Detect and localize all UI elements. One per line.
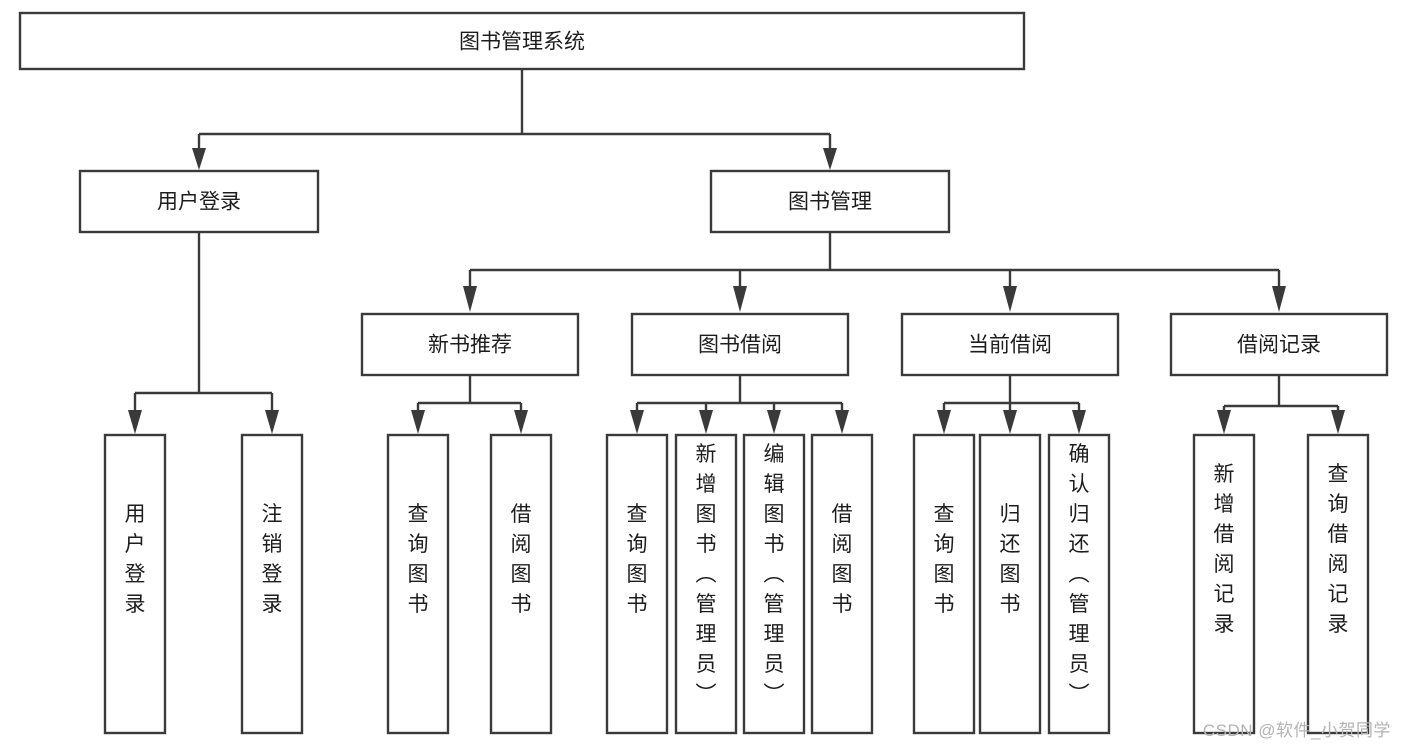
leaf-query-borrow-record-label: 查询借阅记录: [1328, 463, 1349, 636]
user-login-box[interactable]: [78, 169, 320, 234]
connector-book-management-trunk: [468, 232, 1281, 288]
arrow-to-leaf-query-book-1: [411, 410, 425, 434]
book-management-label: 图书管理: [788, 191, 872, 214]
node-new-book-recommend[interactable]: 新书推荐: [360, 312, 580, 377]
arrow-to-leaf-query-book-2: [630, 410, 644, 434]
node-borrow-record[interactable]: 借阅记录: [1169, 312, 1389, 377]
leaf-edit-book-label: 编辑图书︵管理员︶: [764, 443, 785, 706]
node-leaf-return-book[interactable]: 归还图书: [978, 433, 1042, 735]
node-leaf-query-book-3[interactable]: 查询图书: [912, 433, 976, 735]
leaf-user-login-box[interactable]: [103, 433, 167, 735]
node-leaf-query-book-2[interactable]: 查询图书: [605, 433, 669, 735]
arrow-to-current-borrow: [1003, 286, 1017, 312]
leaf-borrow-book-1-box[interactable]: [489, 433, 553, 735]
node-leaf-edit-book[interactable]: 编辑图书︵管理员︶: [742, 433, 806, 735]
arrow-to-new-book-recommend: [463, 286, 477, 312]
node-leaf-query-book-1[interactable]: 查询图书: [386, 433, 450, 735]
node-leaf-confirm-return[interactable]: 确认归还︵管理员︶: [1047, 433, 1111, 735]
node-leaf-add-book[interactable]: 新增图书︵管理员︶: [674, 433, 738, 735]
book-borrow-label: 图书借阅: [698, 334, 782, 357]
connector-user-login-trunk: [133, 232, 274, 418]
leaf-edit-book-box[interactable]: [742, 433, 806, 735]
node-leaf-user-login[interactable]: 用户登录: [103, 433, 167, 735]
borrow-record-label: 借阅记录: [1237, 334, 1321, 357]
user-login-label: 用户登录: [157, 191, 241, 214]
node-book-borrow[interactable]: 图书借阅: [630, 312, 850, 377]
connector-book-borrow-trunk: [635, 375, 844, 416]
arrow-to-borrow-record: [1272, 286, 1286, 312]
node-book-management[interactable]: 图书管理: [709, 169, 951, 234]
arrow-to-leaf-query-book-3: [937, 410, 951, 434]
current-borrow-label: 当前借阅: [968, 334, 1052, 357]
node-leaf-borrow-book-2[interactable]: 借阅图书: [810, 433, 874, 735]
node-leaf-user-logout[interactable]: 注销登录: [240, 433, 304, 735]
arrow-to-leaf-borrow-book-2: [835, 410, 849, 434]
leaf-user-login-label: 用户登录: [125, 503, 146, 616]
connector-borrow-record-trunk: [1222, 375, 1340, 416]
leaf-query-book-2-label: 查询图书: [627, 503, 648, 616]
node-leaf-borrow-book-1[interactable]: 借阅图书: [489, 433, 553, 735]
leaf-add-book-label: 新增图书︵管理员︶: [696, 443, 717, 706]
leaf-confirm-return-label: 确认归还︵管理员︶: [1069, 443, 1090, 706]
connector-new-book-recommend-trunk: [416, 375, 523, 416]
arrow-to-user-login: [192, 148, 206, 170]
leaf-return-book-box[interactable]: [978, 433, 1042, 735]
node-leaf-add-borrow-record[interactable]: 新增借阅记录: [1192, 433, 1256, 735]
leaf-borrow-book-2-box[interactable]: [810, 433, 874, 735]
csdn-watermark: CSDN @软件_小贺同学: [1202, 721, 1391, 740]
arrow-to-leaf-user-login: [128, 410, 142, 434]
leaf-query-book-3-label: 查询图书: [934, 503, 955, 616]
borrow-record-box[interactable]: [1169, 312, 1389, 377]
connector-current-borrow-trunk: [942, 375, 1081, 416]
leaf-query-book-3-box[interactable]: [912, 433, 976, 735]
root-box[interactable]: [18, 11, 1026, 71]
leaf-query-book-1-label: 查询图书: [408, 503, 429, 616]
arrow-to-leaf-confirm-return: [1072, 410, 1086, 434]
book-management-box[interactable]: [709, 169, 951, 234]
node-leaf-query-borrow-record[interactable]: 查询借阅记录: [1306, 433, 1370, 735]
leaf-add-borrow-record-label: 新增借阅记录: [1214, 463, 1235, 636]
node-root[interactable]: 图书管理系统: [18, 11, 1026, 71]
connector-root-trunk: [197, 69, 832, 157]
node-current-borrow[interactable]: 当前借阅: [900, 312, 1120, 377]
leaf-user-logout-box[interactable]: [240, 433, 304, 735]
root-label: 图书管理系统: [459, 31, 585, 54]
arrow-to-leaf-add-borrow-record: [1217, 410, 1231, 434]
new-book-recommend-label: 新书推荐: [428, 334, 512, 357]
new-book-recommend-box[interactable]: [360, 312, 580, 377]
book-borrow-box[interactable]: [630, 312, 850, 377]
leaf-query-borrow-record-box[interactable]: [1306, 433, 1370, 735]
connector-layer: [128, 69, 1345, 434]
leaf-user-logout-label: 注销登录: [262, 503, 283, 616]
leaf-return-book-label: 归还图书: [1000, 503, 1021, 616]
arrow-to-leaf-edit-book: [767, 410, 781, 434]
leaf-add-borrow-record-box[interactable]: [1192, 433, 1256, 735]
current-borrow-box[interactable]: [900, 312, 1120, 377]
arrow-to-book-borrow: [733, 286, 747, 312]
arrow-to-leaf-add-book: [699, 410, 713, 434]
leaf-query-book-1-box[interactable]: [386, 433, 450, 735]
leaf-query-book-2-box[interactable]: [605, 433, 669, 735]
leaf-borrow-book-2-label: 借阅图书: [832, 503, 853, 616]
arrow-to-leaf-query-borrow-record: [1331, 410, 1345, 434]
arrow-to-leaf-user-logout: [265, 410, 279, 434]
arrow-to-leaf-borrow-book-1: [514, 410, 528, 434]
node-user-login[interactable]: 用户登录: [78, 169, 320, 234]
leaf-confirm-return-box[interactable]: [1047, 433, 1111, 735]
leaf-borrow-book-1-label: 借阅图书: [511, 503, 532, 616]
arrow-to-leaf-return-book: [1003, 410, 1017, 434]
leaf-add-book-box[interactable]: [674, 433, 738, 735]
arrow-to-book-management: [823, 148, 837, 170]
